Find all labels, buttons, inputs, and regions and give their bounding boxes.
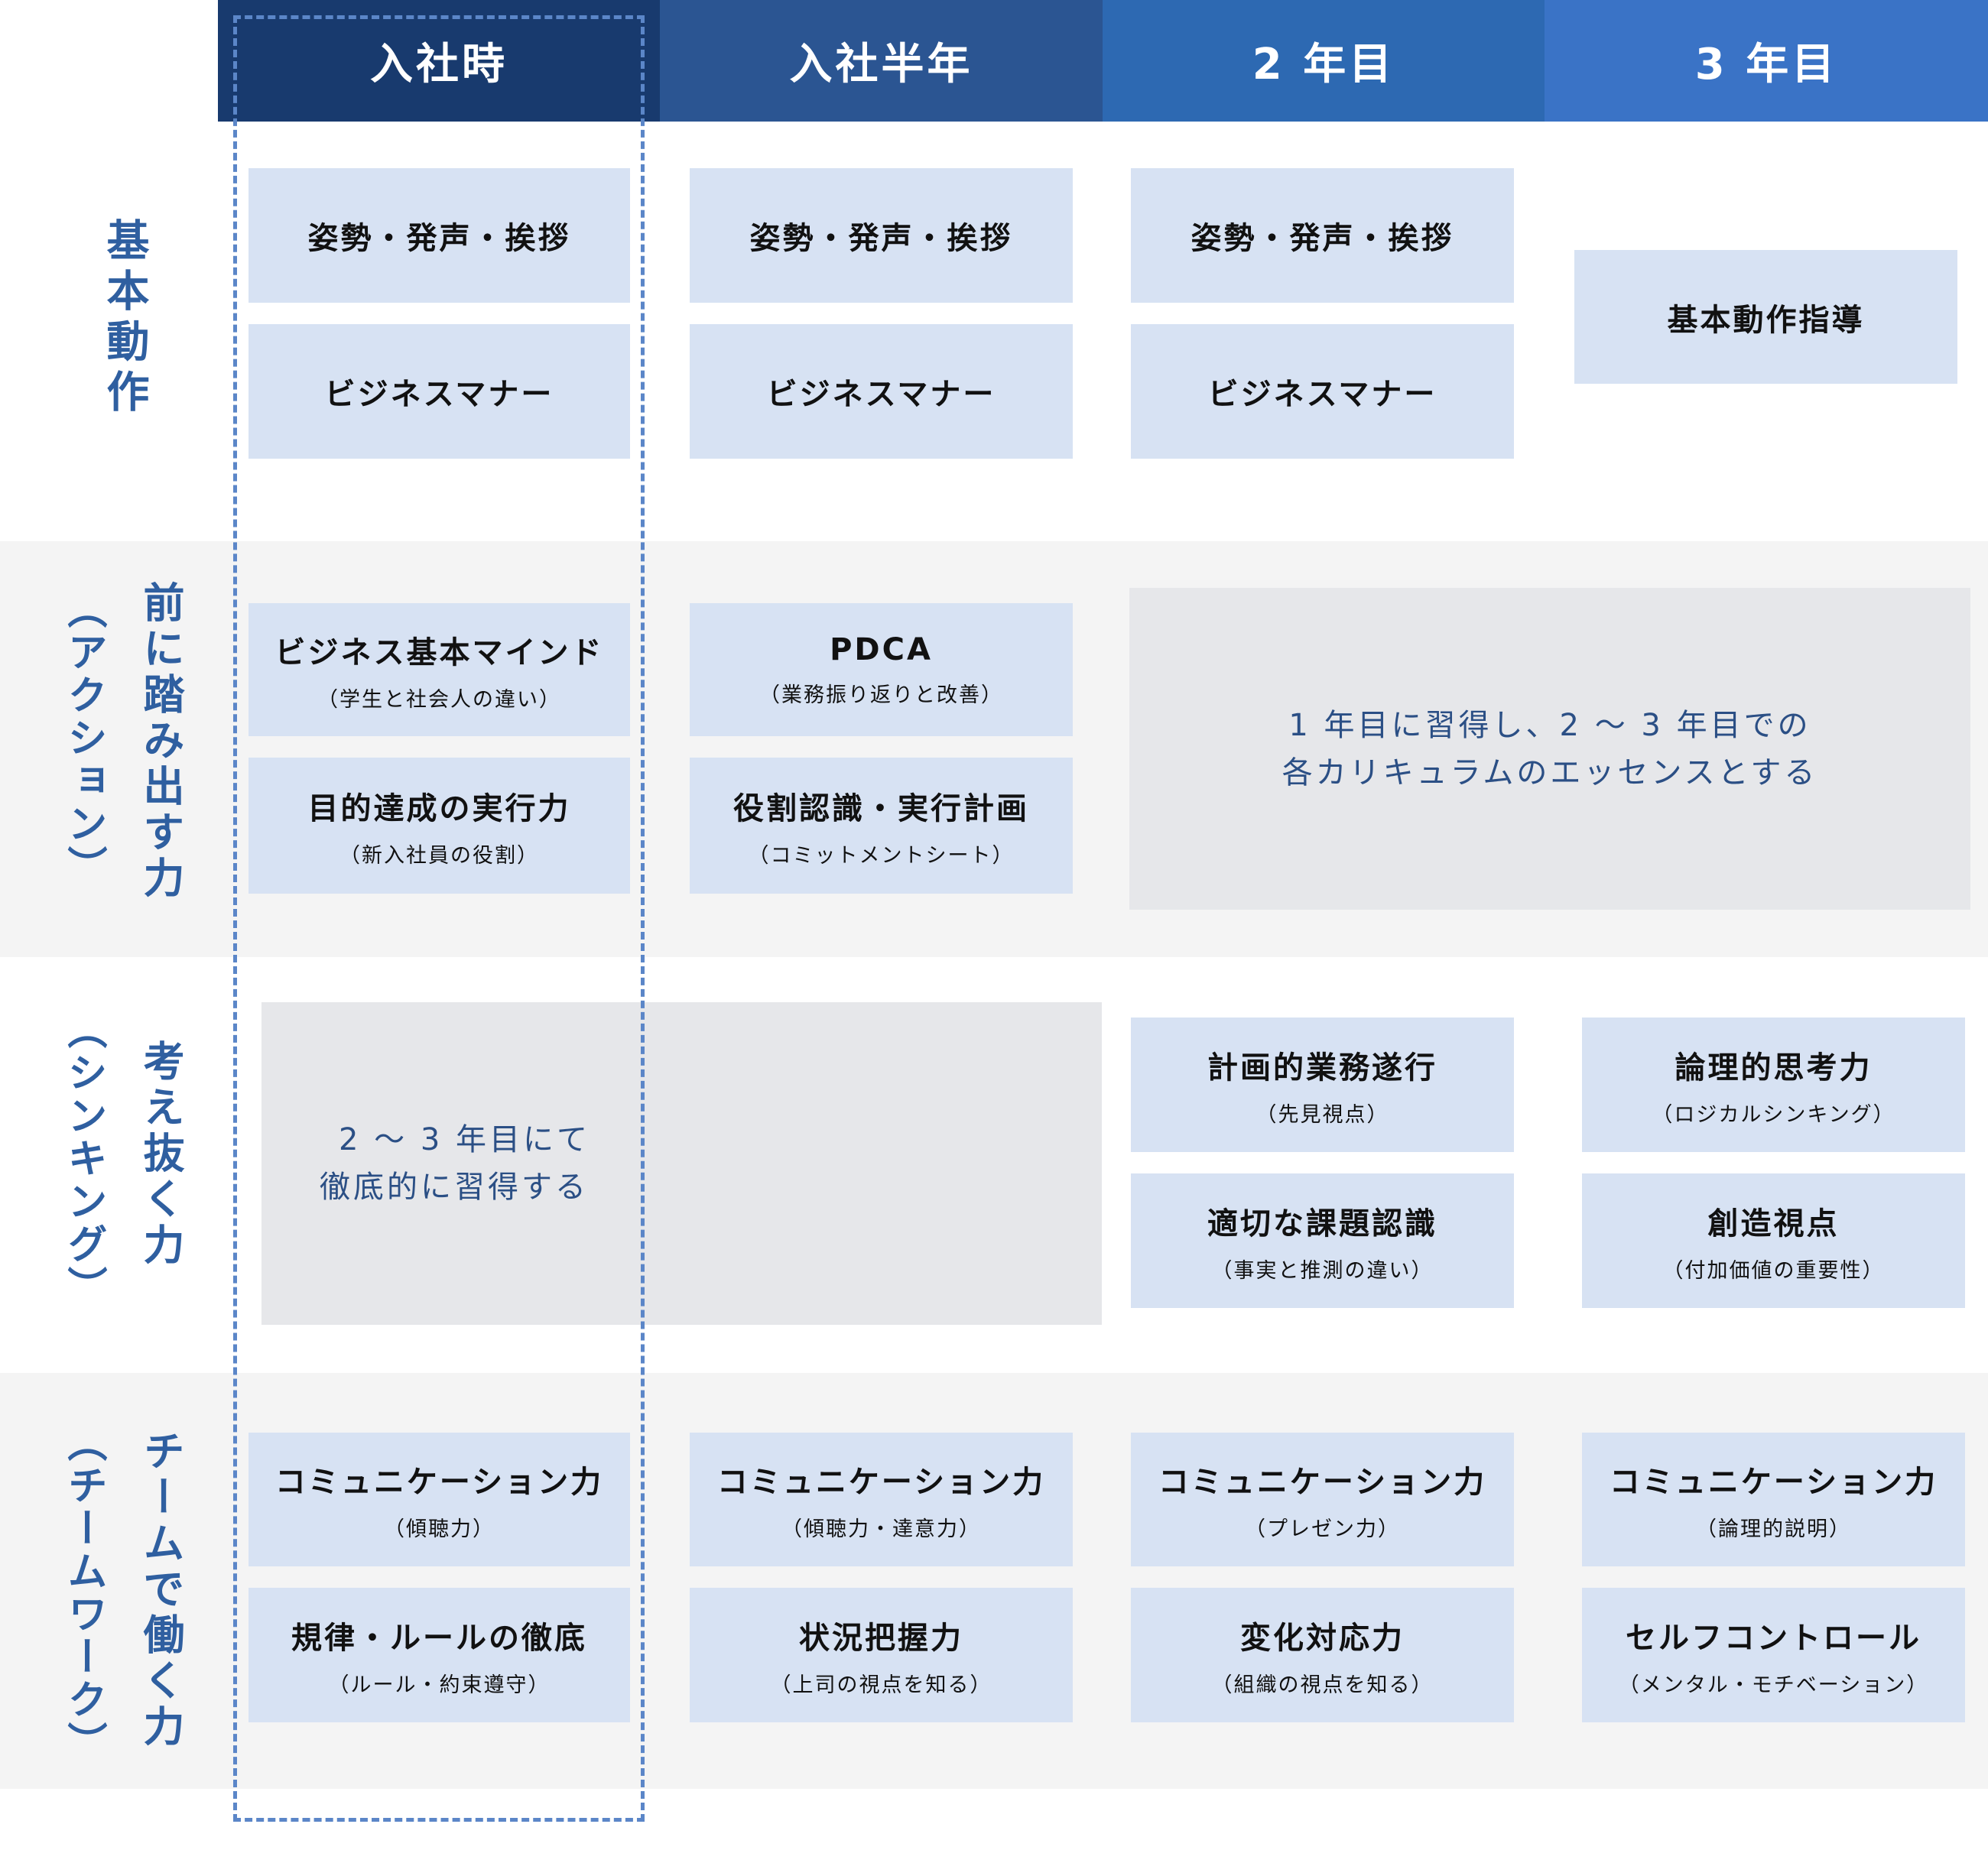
card-subtitle: （プレゼン力） — [1245, 1517, 1400, 1541]
row-sublabel-teamwork: （チームワーク） — [60, 1422, 106, 1764]
card: 目的達成の実行力 （新入社員の役割） — [248, 758, 630, 894]
card: ビジネスマナー — [248, 324, 630, 459]
card-title: 姿勢・発声・挨拶 — [1191, 221, 1454, 256]
card-subtitle: （業務振り返りと改善） — [759, 683, 1003, 707]
card: セルフコントロール （メンタル・モチベーション） — [1582, 1588, 1965, 1722]
card-title: 変化対応力 — [1240, 1620, 1405, 1656]
row-label-basic: 基本動作 — [99, 218, 149, 420]
card: 計画的業務遂行 （先見視点） — [1131, 1018, 1514, 1152]
card-title: ビジネスマナー — [324, 377, 554, 412]
note-line: 徹底的に習得する — [320, 1170, 589, 1205]
card-title: 目的達成の実行力 — [307, 790, 571, 826]
card-subtitle: （付加価値の重要性） — [1662, 1258, 1885, 1283]
card-title: 計画的業務遂行 — [1207, 1050, 1437, 1086]
column-header-year-3: 3 年目 — [1545, 0, 1988, 122]
card-subtitle: （メンタル・モチベーション） — [1618, 1673, 1929, 1697]
card: 状況把握力 （上司の視点を知る） — [690, 1588, 1073, 1722]
card: 姿勢・発声・挨拶 — [1131, 168, 1514, 303]
note-block-thinking: 2 〜 3 年目にて徹底的に習得する — [261, 1002, 1102, 1325]
card: 変化対応力 （組織の視点を知る） — [1131, 1588, 1514, 1722]
card-title: コミュニケーション力 — [274, 1465, 604, 1500]
card-subtitle: （学生と社会人の違い） — [317, 687, 561, 712]
row-label-thinking: 考え抜く力 — [136, 1040, 184, 1269]
card: ビジネスマナー — [690, 324, 1073, 459]
card-subtitle: （事実と推測の違い） — [1211, 1258, 1434, 1283]
row-label-teamwork: チームで働く力 — [136, 1430, 184, 1751]
column-header-year-2: 2 年目 — [1103, 0, 1545, 122]
card: 創造視点 （付加価値の重要性） — [1582, 1173, 1965, 1308]
card-subtitle: （先見視点） — [1255, 1102, 1389, 1127]
highlight-entry-column-frame — [233, 15, 645, 1822]
card-subtitle: （コミットメントシート） — [748, 843, 1015, 868]
note-line: 2 〜 3 年目にて — [339, 1122, 591, 1157]
card: 規律・ルールの徹底 （ルール・約束遵守） — [248, 1588, 630, 1722]
card-subtitle: （上司の視点を知る） — [770, 1673, 992, 1697]
card: コミュニケーション力 （プレゼン力） — [1131, 1433, 1514, 1566]
card-subtitle: （論理的説明） — [1696, 1517, 1851, 1541]
row-sublabel-action: （アクション） — [60, 589, 106, 888]
card-title: 創造視点 — [1707, 1206, 1840, 1241]
row-label-action: 前に踏み出す力 — [136, 581, 184, 902]
card: ビジネスマナー — [1131, 324, 1514, 459]
card-subtitle: （傾聴力・達意力） — [781, 1517, 981, 1541]
card-title: 規律・ルールの徹底 — [291, 1620, 587, 1656]
card: コミュニケーション力 （傾聴力・達意力） — [690, 1433, 1073, 1566]
card-title: ビジネスマナー — [1207, 377, 1437, 412]
card: 姿勢・発声・挨拶 — [248, 168, 630, 303]
card: 役割認識・実行計画 （コミットメントシート） — [690, 758, 1073, 894]
card-title: セルフコントロール — [1626, 1620, 1921, 1656]
card: PDCA （業務振り返りと改善） — [690, 603, 1073, 736]
card-title: ビジネス基本マインド — [274, 635, 604, 670]
card-subtitle: （傾聴力） — [384, 1517, 495, 1541]
card-title: コミュニケーション力 — [1609, 1465, 1938, 1500]
card-title: 姿勢・発声・挨拶 — [749, 221, 1013, 256]
column-header-half-year: 入社半年 — [660, 0, 1103, 122]
card-title: 役割認識・実行計画 — [733, 790, 1029, 826]
note-block-action: 1 年目に習得し、2 〜 3 年目での各カリキュラムのエッセンスとする — [1129, 588, 1970, 910]
row-sublabel-thinking: （シンキング） — [60, 1009, 106, 1309]
note-line: 1 年目に習得し、2 〜 3 年目での — [1288, 707, 1811, 743]
card-title: ビジネスマナー — [766, 377, 996, 412]
card: 適切な課題認識 （事実と推測の違い） — [1131, 1173, 1514, 1308]
card-subtitle: （組織の視点を知る） — [1211, 1673, 1434, 1697]
card-subtitle: （ロジカルシンキング） — [1652, 1102, 1895, 1127]
card-subtitle: （新入社員の役割） — [339, 843, 539, 868]
card-title: コミュニケーション力 — [716, 1465, 1046, 1500]
card-title: 論理的思考力 — [1675, 1050, 1873, 1086]
card: 姿勢・発声・挨拶 — [690, 168, 1073, 303]
card-title: 適切な課題認識 — [1207, 1206, 1437, 1241]
card-title: コミュニケーション力 — [1158, 1465, 1487, 1500]
card: 基本動作指導 — [1574, 250, 1957, 384]
card-title: 状況把握力 — [799, 1620, 963, 1656]
note-line: 各カリキュラムのエッセンスとする — [1281, 755, 1818, 790]
card-title: 姿勢・発声・挨拶 — [307, 221, 571, 256]
card-title: PDCA — [830, 631, 933, 667]
card: コミュニケーション力 （傾聴力） — [248, 1433, 630, 1566]
card-title: 基本動作指導 — [1667, 302, 1865, 338]
column-header-entry: 入社時 — [218, 0, 660, 122]
card: コミュニケーション力 （論理的説明） — [1582, 1433, 1965, 1566]
card-subtitle: （ルール・約束遵守） — [328, 1673, 551, 1697]
card: 論理的思考力 （ロジカルシンキング） — [1582, 1018, 1965, 1152]
card: ビジネス基本マインド （学生と社会人の違い） — [248, 603, 630, 736]
